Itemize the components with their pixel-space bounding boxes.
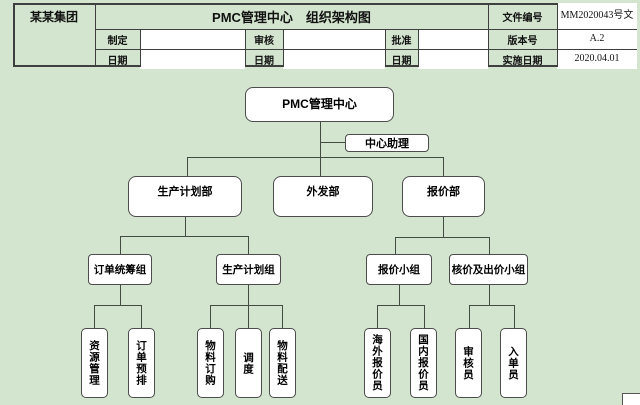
made-by-input-cell[interactable] [140, 29, 245, 49]
table-vline [140, 29, 141, 67]
canvas-corner-box [622, 393, 640, 405]
review-input-cell[interactable] [283, 29, 385, 49]
org-node-team-order-coordination[interactable]: 订单统筹组 [88, 254, 152, 285]
connector-line [399, 285, 400, 305]
org-node-dept-outsourcing[interactable]: 外发部 [273, 176, 373, 217]
connector-line [141, 305, 142, 328]
org-node-role-auditor[interactable]: 审核员 [455, 328, 482, 398]
impl-date-value-cell[interactable]: 2020.04.01 [557, 49, 637, 69]
version-value: A.2 [589, 33, 605, 44]
review-date-input-cell[interactable] [283, 49, 385, 69]
table-vline [245, 29, 246, 67]
table-vline [95, 3, 96, 67]
connector-line [395, 237, 396, 254]
approve-input-cell[interactable] [418, 29, 488, 49]
made-date-input-cell[interactable] [140, 49, 245, 69]
date-label-3: 日期 [391, 55, 412, 67]
org-node-team-quotation[interactable]: 报价小组 [366, 254, 432, 285]
org-node-role-overseas-quotation-clerk[interactable]: 海外报价员 [364, 328, 391, 398]
connector-line [210, 305, 283, 306]
connector-line [489, 237, 490, 254]
date-label-1: 日期 [107, 55, 128, 67]
org-node-team-price-check-bidding[interactable]: 核价及出价小组 [449, 254, 528, 285]
org-node-role-dispatch[interactable]: 调度 [235, 328, 262, 398]
table-vline [385, 29, 386, 67]
connector-line [443, 157, 444, 176]
connector-line [514, 305, 515, 328]
connector-line [94, 305, 95, 328]
org-node-role-material-ordering[interactable]: 物料订购 [197, 328, 224, 398]
org-node-root[interactable]: PMC管理中心 [245, 87, 394, 122]
connector-line [395, 237, 490, 238]
connector-line [120, 236, 121, 254]
connector-line [377, 305, 378, 328]
connector-line [248, 285, 249, 328]
made-label: 制定 [107, 35, 128, 47]
impl-date-value: 2020.04.01 [574, 53, 620, 64]
version-value-cell[interactable]: A.2 [557, 29, 637, 49]
connector-line [489, 285, 490, 305]
approve-label: 批准 [391, 35, 412, 47]
connector-line [443, 217, 444, 237]
table-vline [557, 3, 558, 67]
org-node-assistant[interactable]: 中心助理 [345, 134, 429, 152]
org-node-dept-quotation[interactable]: 报价部 [402, 176, 485, 217]
connector-line [320, 122, 321, 176]
connector-line [320, 142, 345, 143]
connector-line [94, 305, 142, 306]
page-title: PMC管理中心 组织架构图 [212, 9, 371, 25]
review-label: 审核 [254, 35, 274, 47]
connector-line [282, 305, 283, 328]
version-label: 版本号 [507, 35, 538, 47]
org-node-role-domestic-quotation-clerk[interactable]: 国内报价员 [410, 328, 437, 398]
table-vline [283, 29, 284, 67]
connector-line [120, 285, 121, 305]
org-node-role-order-prescheduling[interactable]: 订单预排 [128, 328, 155, 398]
org-node-dept-production-planning[interactable]: 生产计划部 [128, 176, 242, 217]
connector-line [469, 305, 515, 306]
date-label-2: 日期 [254, 55, 274, 67]
doc-no-value-cell[interactable]: MM2020043号文 [557, 3, 637, 29]
table-vline [488, 3, 489, 67]
table-vline [418, 29, 419, 67]
company-name: 某某集团 [29, 9, 78, 24]
doc-no-label: 文件编号 [502, 12, 543, 24]
impl-date-label: 实施日期 [502, 55, 543, 67]
connector-line [185, 217, 186, 236]
connector-line [120, 236, 249, 237]
org-node-role-material-delivery[interactable]: 物料配送 [269, 328, 296, 398]
connector-line [248, 236, 249, 254]
connector-line [187, 157, 188, 176]
table-hline [95, 49, 637, 50]
approve-date-input-cell[interactable] [418, 49, 488, 69]
connector-line [187, 157, 444, 158]
connector-line [377, 305, 425, 306]
org-node-team-production-planning[interactable]: 生产计划组 [216, 254, 281, 285]
table-hline [95, 29, 637, 30]
connector-line [424, 305, 425, 328]
connector-line [469, 305, 470, 328]
org-node-role-order-entry-clerk[interactable]: 入单员 [500, 328, 527, 398]
org-node-role-resource-management[interactable]: 资源管理 [81, 328, 108, 398]
doc-no-value: MM2020043号文 [560, 10, 634, 21]
connector-line [210, 305, 211, 328]
